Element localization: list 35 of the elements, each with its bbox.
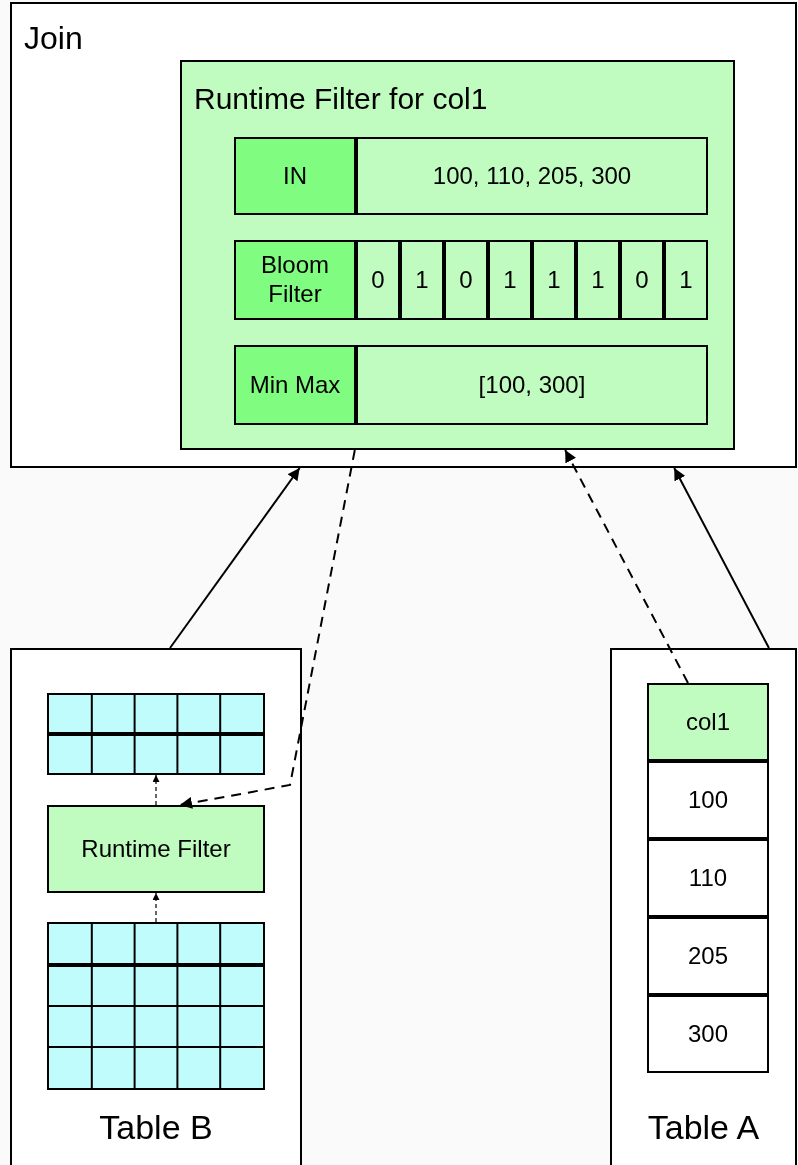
arrow <box>152 892 160 923</box>
value-cell: 0 <box>620 240 664 320</box>
arrow <box>179 449 356 809</box>
value-cell: 1 <box>664 240 708 320</box>
runtime-filter-panel <box>180 60 735 450</box>
value-cell: 0 <box>356 240 400 320</box>
value-cell: 100, 110, 205, 300 <box>356 137 708 215</box>
value-cell: 110 <box>647 839 769 917</box>
value-cell: 0 <box>444 240 488 320</box>
value-cell: Runtime Filter <box>47 805 265 893</box>
table-box <box>10 648 302 1165</box>
value-cell: 1 <box>400 240 444 320</box>
value-cell: 1 <box>488 240 532 320</box>
value-cell: col1 <box>647 683 769 761</box>
arrow <box>169 467 301 649</box>
table-label: Table A <box>646 1110 761 1144</box>
value-cell: 1 <box>576 240 620 320</box>
value-cell: [100, 300] <box>356 345 708 425</box>
key-cell: Min Max <box>234 345 356 425</box>
table-label: Table B <box>98 1110 214 1144</box>
box-title: Join <box>24 22 83 54</box>
value-cell: 1 <box>532 240 576 320</box>
join-box <box>10 2 797 468</box>
value-cell: 205 <box>647 917 769 995</box>
key-cell: Bloom Filter <box>234 240 356 320</box>
panel-title: Runtime Filter for col1 <box>194 84 488 114</box>
value-cell: 300 <box>647 995 769 1073</box>
value-cell: 100 <box>647 761 769 839</box>
arrow <box>564 449 689 684</box>
key-cell: IN <box>234 137 356 215</box>
table-grid <box>47 693 265 775</box>
table-box <box>610 648 797 1165</box>
table-grid <box>47 922 265 1090</box>
arrow <box>673 467 770 649</box>
arrow <box>152 774 160 806</box>
